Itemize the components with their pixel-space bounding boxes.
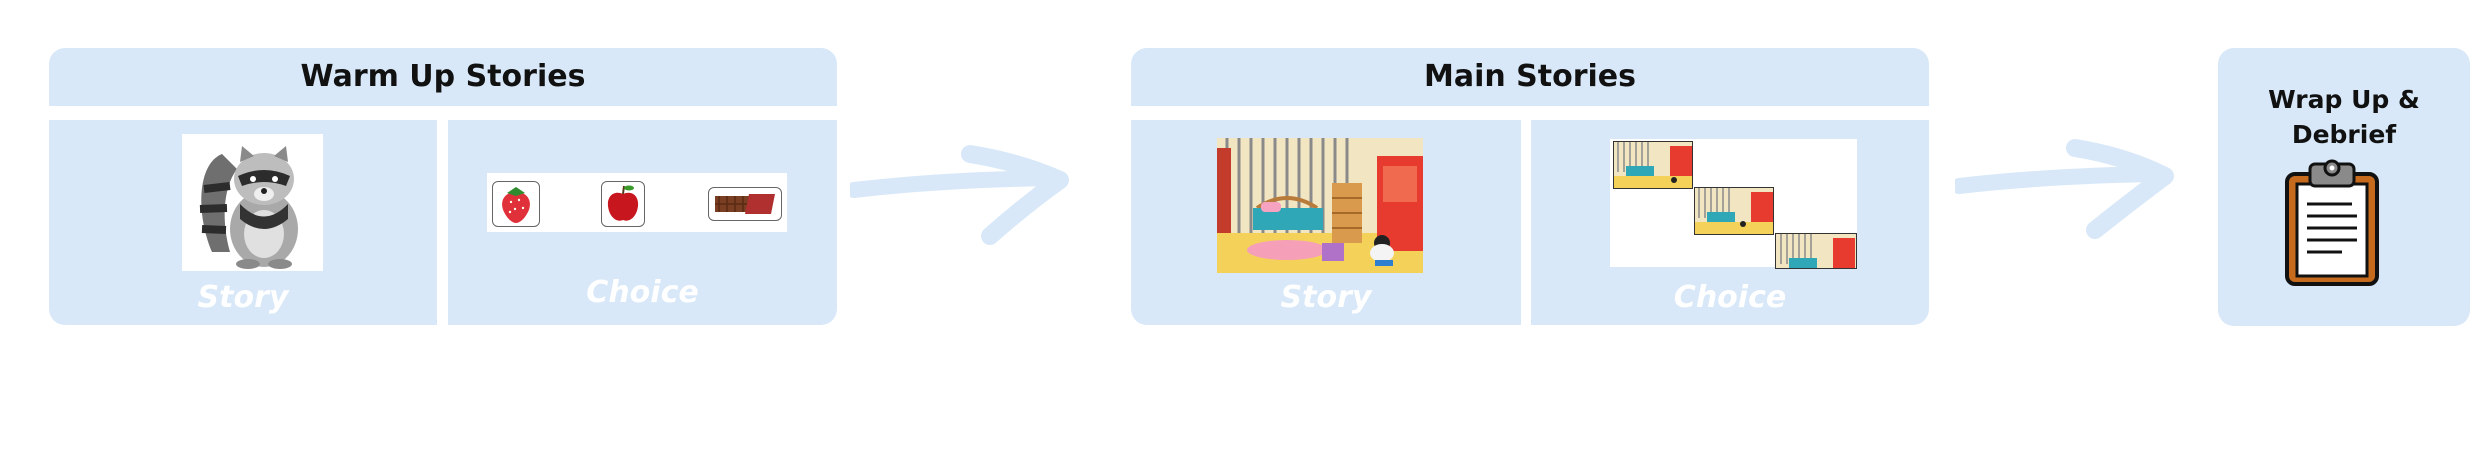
choice-scene-2 <box>1694 187 1774 235</box>
main-story-label: Story <box>1280 280 1372 315</box>
raccoon-illustration <box>182 134 323 271</box>
warmup-title: Warm Up Stories <box>300 59 586 94</box>
main-choice-label: Choice <box>1673 280 1787 315</box>
main-choice-card: Choice <box>1531 120 1929 325</box>
warmup-story-label: Story <box>197 280 289 315</box>
main-story-card: Story <box>1131 120 1521 325</box>
apple-icon <box>601 181 645 227</box>
bedroom-scene <box>1217 138 1423 273</box>
main-title: Main Stories <box>1423 59 1637 94</box>
wrapup-title: Wrap Up & Debrief <box>2268 85 2420 149</box>
clipboard-icon <box>2282 156 2382 288</box>
warmup-choice-label: Choice <box>586 275 699 310</box>
warmup-story-card: Story <box>49 120 437 325</box>
choice-scene-1 <box>1613 141 1693 189</box>
warmup-header: Warm Up Stories <box>49 48 837 106</box>
warmup-choice-card: Choice <box>448 120 837 325</box>
main-header: Main Stories <box>1131 48 1929 106</box>
flow-arrow-1 <box>850 140 1070 250</box>
wrapup-card: Wrap Up & Debrief <box>2218 48 2470 326</box>
choice-scene-3 <box>1775 233 1857 269</box>
choice-options-strip <box>487 173 787 232</box>
strawberry-icon <box>492 181 540 227</box>
chocolate-bar-icon <box>708 187 782 221</box>
flow-arrow-2 <box>1955 130 2175 240</box>
choice-scenes-panel <box>1610 139 1857 269</box>
